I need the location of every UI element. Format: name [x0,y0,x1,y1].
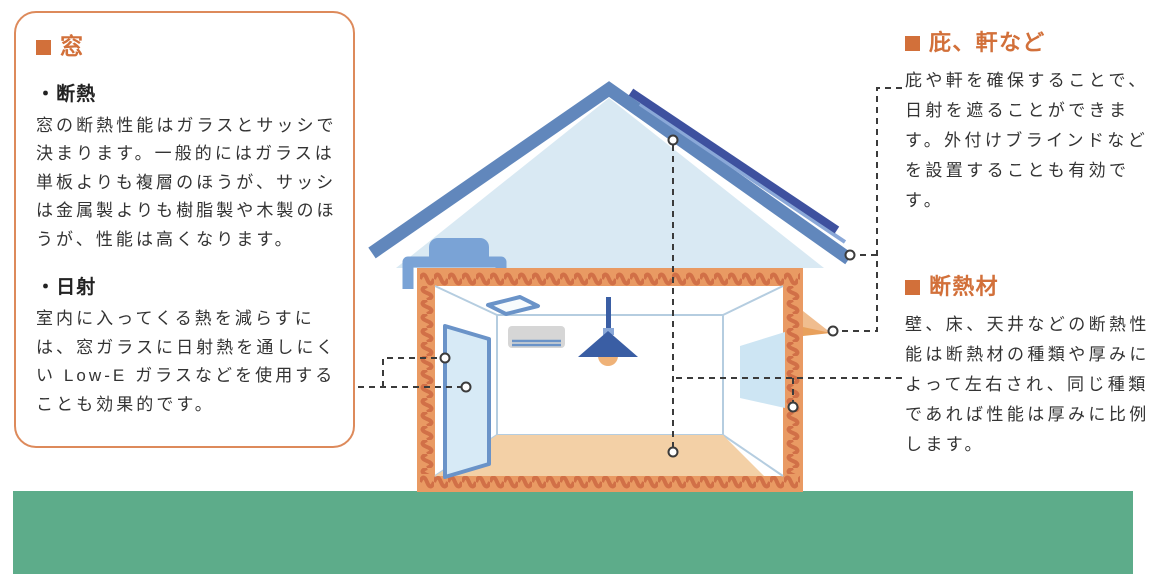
eaves-title: 庇、軒など [929,30,1046,55]
room-interior [434,285,785,479]
attic-space [396,98,824,268]
insulation-coil-left [418,286,436,474]
glass-door [443,324,491,479]
pendant-lamp [578,297,638,366]
subheading-solar: ・日射 [36,277,97,299]
dot-bullet: ・ [36,83,57,105]
insulation-material-paragraph: 壁、床、天井などの断熱性能は断熱材の種類や厚みによって左右され、同じ種類であれば… [905,315,1150,455]
lamp-shade [578,331,638,357]
insulation-paragraph: 窓の断熱性能はガラスとサッシで決まります。一般的にはガラスは単板よりも複層のほう… [36,115,337,249]
eaves-heading: 庇、軒など [905,30,1150,56]
square-bullet-icon [905,36,920,51]
insulation-material-title: 断熱材 [929,274,999,299]
insulation-material-annotation: 断熱材 壁、床、天井などの断熱性能は断熱材の種類や厚みによって左右され、同じ種類… [905,274,1150,460]
insulation-coil-bottom [420,473,800,491]
window-annotation-box: 窓 ・断熱 窓の断熱性能はガラスとサッシで決まります。一般的にはガラスは単板より… [14,11,355,448]
connector-eaves [827,87,902,337]
roof [368,81,853,265]
insulation-material-heading: 断熱材 [905,274,1150,300]
ceiling-vent [486,295,540,316]
roof-panel-edge [638,102,847,244]
window-box-title: 窓 [60,33,85,59]
connector-insulation [667,134,902,458]
window-box-heading: 窓 [36,33,339,61]
insulation-coil-top [420,270,800,288]
awning [803,311,831,336]
eaves-annotation: 庇、軒など 庇や軒を確保することで、日射を遮ることができます。外付けブラインドな… [905,30,1150,216]
square-bullet-icon [36,40,51,55]
solar-paragraph: 室内に入ってくる熱を減らすには、窓ガラスに日射熱を通しにくい Low-E ガラス… [36,309,337,414]
roof-panel [628,88,840,234]
floor [435,435,764,476]
side-window [740,332,785,408]
subheading-insulation: ・断熱 [36,83,97,105]
connector-window [358,352,472,393]
air-conditioner [508,326,565,348]
dot-bullet: ・ [36,277,57,299]
ground-strip [13,491,1133,574]
eaves-paragraph: 庇や軒を確保することで、日射を遮ることができます。外付けブラインドなどを設置する… [905,71,1149,211]
ventilation-unit [402,238,507,289]
square-bullet-icon [905,280,920,295]
